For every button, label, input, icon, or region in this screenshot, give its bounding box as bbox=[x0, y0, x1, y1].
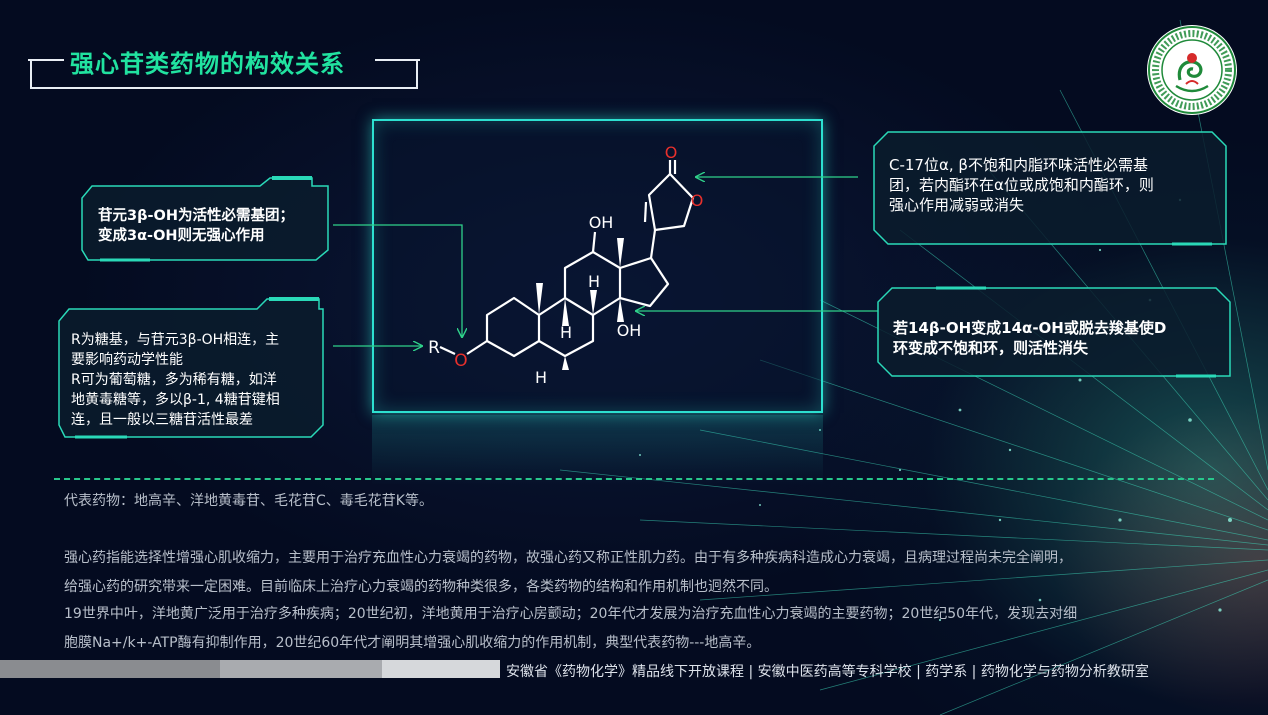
slide-title: 强心苷类药物的构效关系 bbox=[70, 50, 345, 78]
callout-c17-frame bbox=[873, 131, 1227, 246]
title-frame bbox=[30, 59, 418, 89]
callout-c17-text: C-17位α, β不饱和内脂环味活性必需基 团，若内酯环在α位或成饱和内酯环，则… bbox=[889, 156, 1154, 214]
footer-text: 安徽省《药物化学》精品线下开放课程 | 安徽中医药高等专科学校 | 药学系 | … bbox=[506, 664, 1149, 680]
intro-paragraph-line-1: 强心药指能选择性增强心肌收缩力，主要用于治疗充血性心力衰竭的药物，故强心药又称正… bbox=[64, 550, 1072, 566]
r-group-label: R bbox=[428, 338, 440, 358]
arrow-3beta bbox=[333, 224, 462, 337]
oh-12-label: OH bbox=[589, 213, 614, 232]
dashed-divider bbox=[54, 478, 1214, 480]
title-frame-right bbox=[375, 59, 420, 61]
callout-3beta-text: 苷元3β-OH为活性必需基团； 变成3α-OH则无强心作用 bbox=[98, 208, 294, 244]
callout-c14-text: 若14β-OH变成14α-OH或脱去羧基使D 环变成不饱和环，则活性消失 bbox=[893, 319, 1167, 357]
callout-r-group-frame bbox=[58, 297, 324, 439]
callout-c14-frame bbox=[877, 286, 1231, 378]
college-logo-icon bbox=[1147, 25, 1237, 115]
oh-14-label: OH bbox=[617, 321, 642, 340]
ester-oxygen-label: O bbox=[454, 351, 467, 371]
representative-drugs: 代表药物：地高辛、洋地黄毒苷、毛花苷C、毒毛花苷K等。 bbox=[64, 493, 433, 509]
history-paragraph-line-1: 19世界中叶，洋地黄广泛用于治疗多种疾病；20世纪初，洋地黄用于治疗心房颤动；2… bbox=[64, 606, 1078, 622]
structure-frame bbox=[372, 119, 823, 413]
history-paragraph-line-2: 胞膜Na+/k+-ATP酶有抑制作用，20世纪60年代才阐明其增强心肌收缩力的作… bbox=[64, 635, 761, 651]
lactone-oxygen-label: O bbox=[691, 191, 704, 210]
frame-reflection bbox=[372, 415, 823, 485]
callout-r-group-text: R为糖基，与苷元3β-OH相连，主 要影响药动学性能 R可为葡萄糖，多为稀有糖，… bbox=[71, 332, 280, 428]
h-9-label: H bbox=[588, 272, 600, 291]
h-8-label: H bbox=[560, 323, 572, 342]
h-5-label: H bbox=[535, 368, 547, 387]
callout-3beta-frame bbox=[81, 176, 329, 262]
footer-bars bbox=[0, 660, 500, 678]
carbonyl-oxygen-label: O bbox=[665, 143, 678, 162]
intro-paragraph-line-2: 给强心药的研究带来一定困难。目前临床上治疗心力衰竭的药物种类很多，各类药物的结构… bbox=[64, 579, 778, 595]
title-frame-left bbox=[28, 59, 64, 61]
